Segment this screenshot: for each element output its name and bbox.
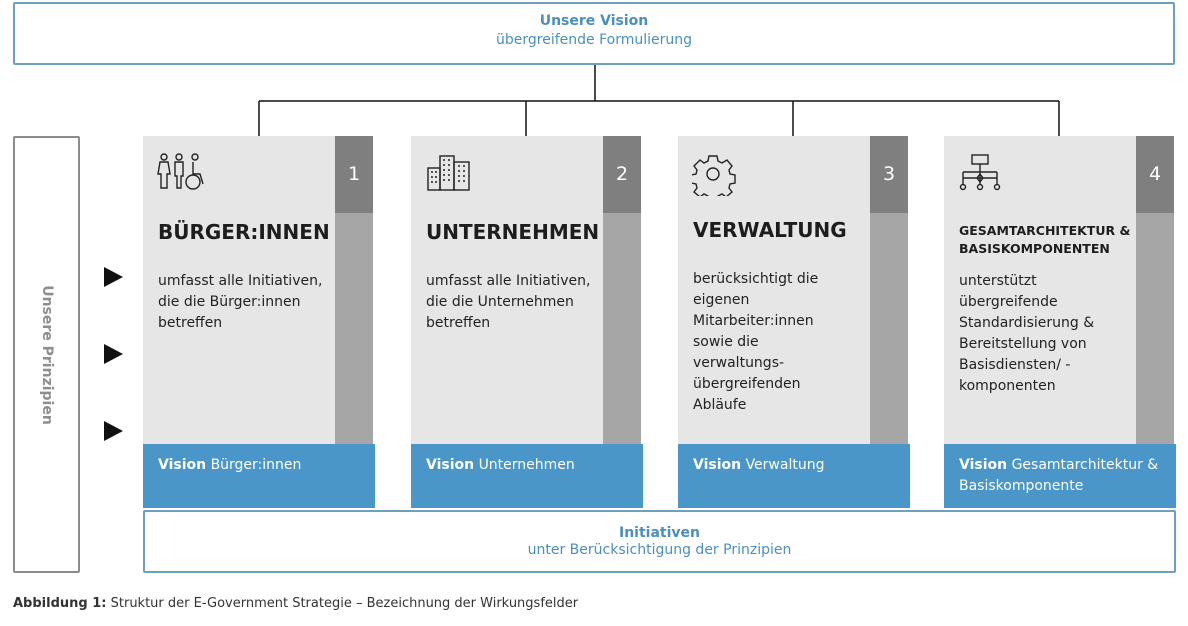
card-number: 1 [335, 136, 373, 213]
card-number: 4 [1136, 136, 1174, 213]
card-title: GESAMTARCHITEKTUR & BASISKOMPONENTEN [959, 223, 1131, 256]
card-vision-bold: Vision [959, 457, 1008, 473]
card-title: VERWALTUNG [693, 218, 847, 242]
card-body [411, 136, 603, 444]
card-vision-bold: Vision [158, 457, 207, 473]
card-vision-text: Unternehmen [478, 457, 575, 473]
card-number: 3 [870, 136, 908, 213]
caption-label: Abbildung 1: [13, 596, 107, 611]
card-vision-bar: Vision Gesamtarchitektur & Basiskomponen… [944, 444, 1176, 508]
card-description: umfasst alle Initiativen, die die Untern… [426, 273, 591, 331]
card-body [143, 136, 335, 444]
card-vision-text: Bürger:innen [210, 457, 302, 473]
principles-label: Unsere Prinzipien [38, 284, 55, 425]
card-description: umfasst alle Initiativen, die die Bürger… [158, 273, 323, 331]
people-icon [157, 153, 204, 190]
card-unternehmen: 2 UNTERNEHMEN umfasst alle Initiativen, … [411, 136, 643, 508]
arrow-right-icon [104, 267, 123, 287]
initiatives-box: Initiativen unter Berücksichtigung der P… [143, 510, 1176, 573]
vision-subtitle: übergreifende Formulierung [495, 32, 692, 48]
card-vision-bar: Vision Bürger:innen [143, 444, 375, 508]
card-vision-text: Gesamtarchitektur & Basiskomponente [959, 457, 1159, 494]
arrow-right-icon [104, 344, 123, 364]
card-vision-text: Verwaltung [745, 457, 825, 473]
vision-box: Unsere Vision übergreifende Formulierung [13, 2, 1175, 65]
caption-text: Struktur der E-Government Strategie – Be… [110, 596, 579, 611]
card-vision-bold: Vision [693, 457, 742, 473]
principles-box: Unsere Prinzipien [13, 136, 80, 573]
card-verwaltung: 3 VERWALTUNG berücksichtigt die eigenen … [678, 136, 910, 508]
card-body [678, 136, 870, 444]
card-vision-bar: Vision Unternehmen [411, 444, 643, 508]
vision-title: Unsere Vision [539, 13, 649, 29]
gear-icon [692, 155, 736, 196]
initiatives-subtitle: unter Berücksichtigung der Prinzipien [527, 542, 792, 558]
card-title: UNTERNEHMEN [426, 220, 600, 244]
card-description: unterstützt übergreifende Standardisieru… [959, 273, 1095, 394]
arrow-right-icon [104, 421, 123, 441]
card-number: 2 [603, 136, 641, 213]
figure-caption: Abbildung 1: Struktur der E-Government S… [13, 596, 578, 611]
card-buergerinnen: 1 BÜRGER:INNEN umfasst alle Initiativen,… [143, 136, 375, 508]
card-vision-bar: Vision Verwaltung [678, 444, 910, 508]
hierarchy-icon [959, 154, 1001, 191]
buildings-icon [427, 155, 470, 191]
initiatives-title: Initiativen [619, 525, 700, 541]
card-gesamtarchitektur: 4 GESAMTARCHITEKTUR & BASISKOMPONENTEN u… [944, 136, 1176, 508]
card-body [944, 136, 1136, 444]
card-description: berücksichtigt die eigenen Mitarbeiter:i… [693, 271, 819, 413]
card-title: BÜRGER:INNEN [158, 220, 330, 244]
card-vision-bold: Vision [426, 457, 475, 473]
